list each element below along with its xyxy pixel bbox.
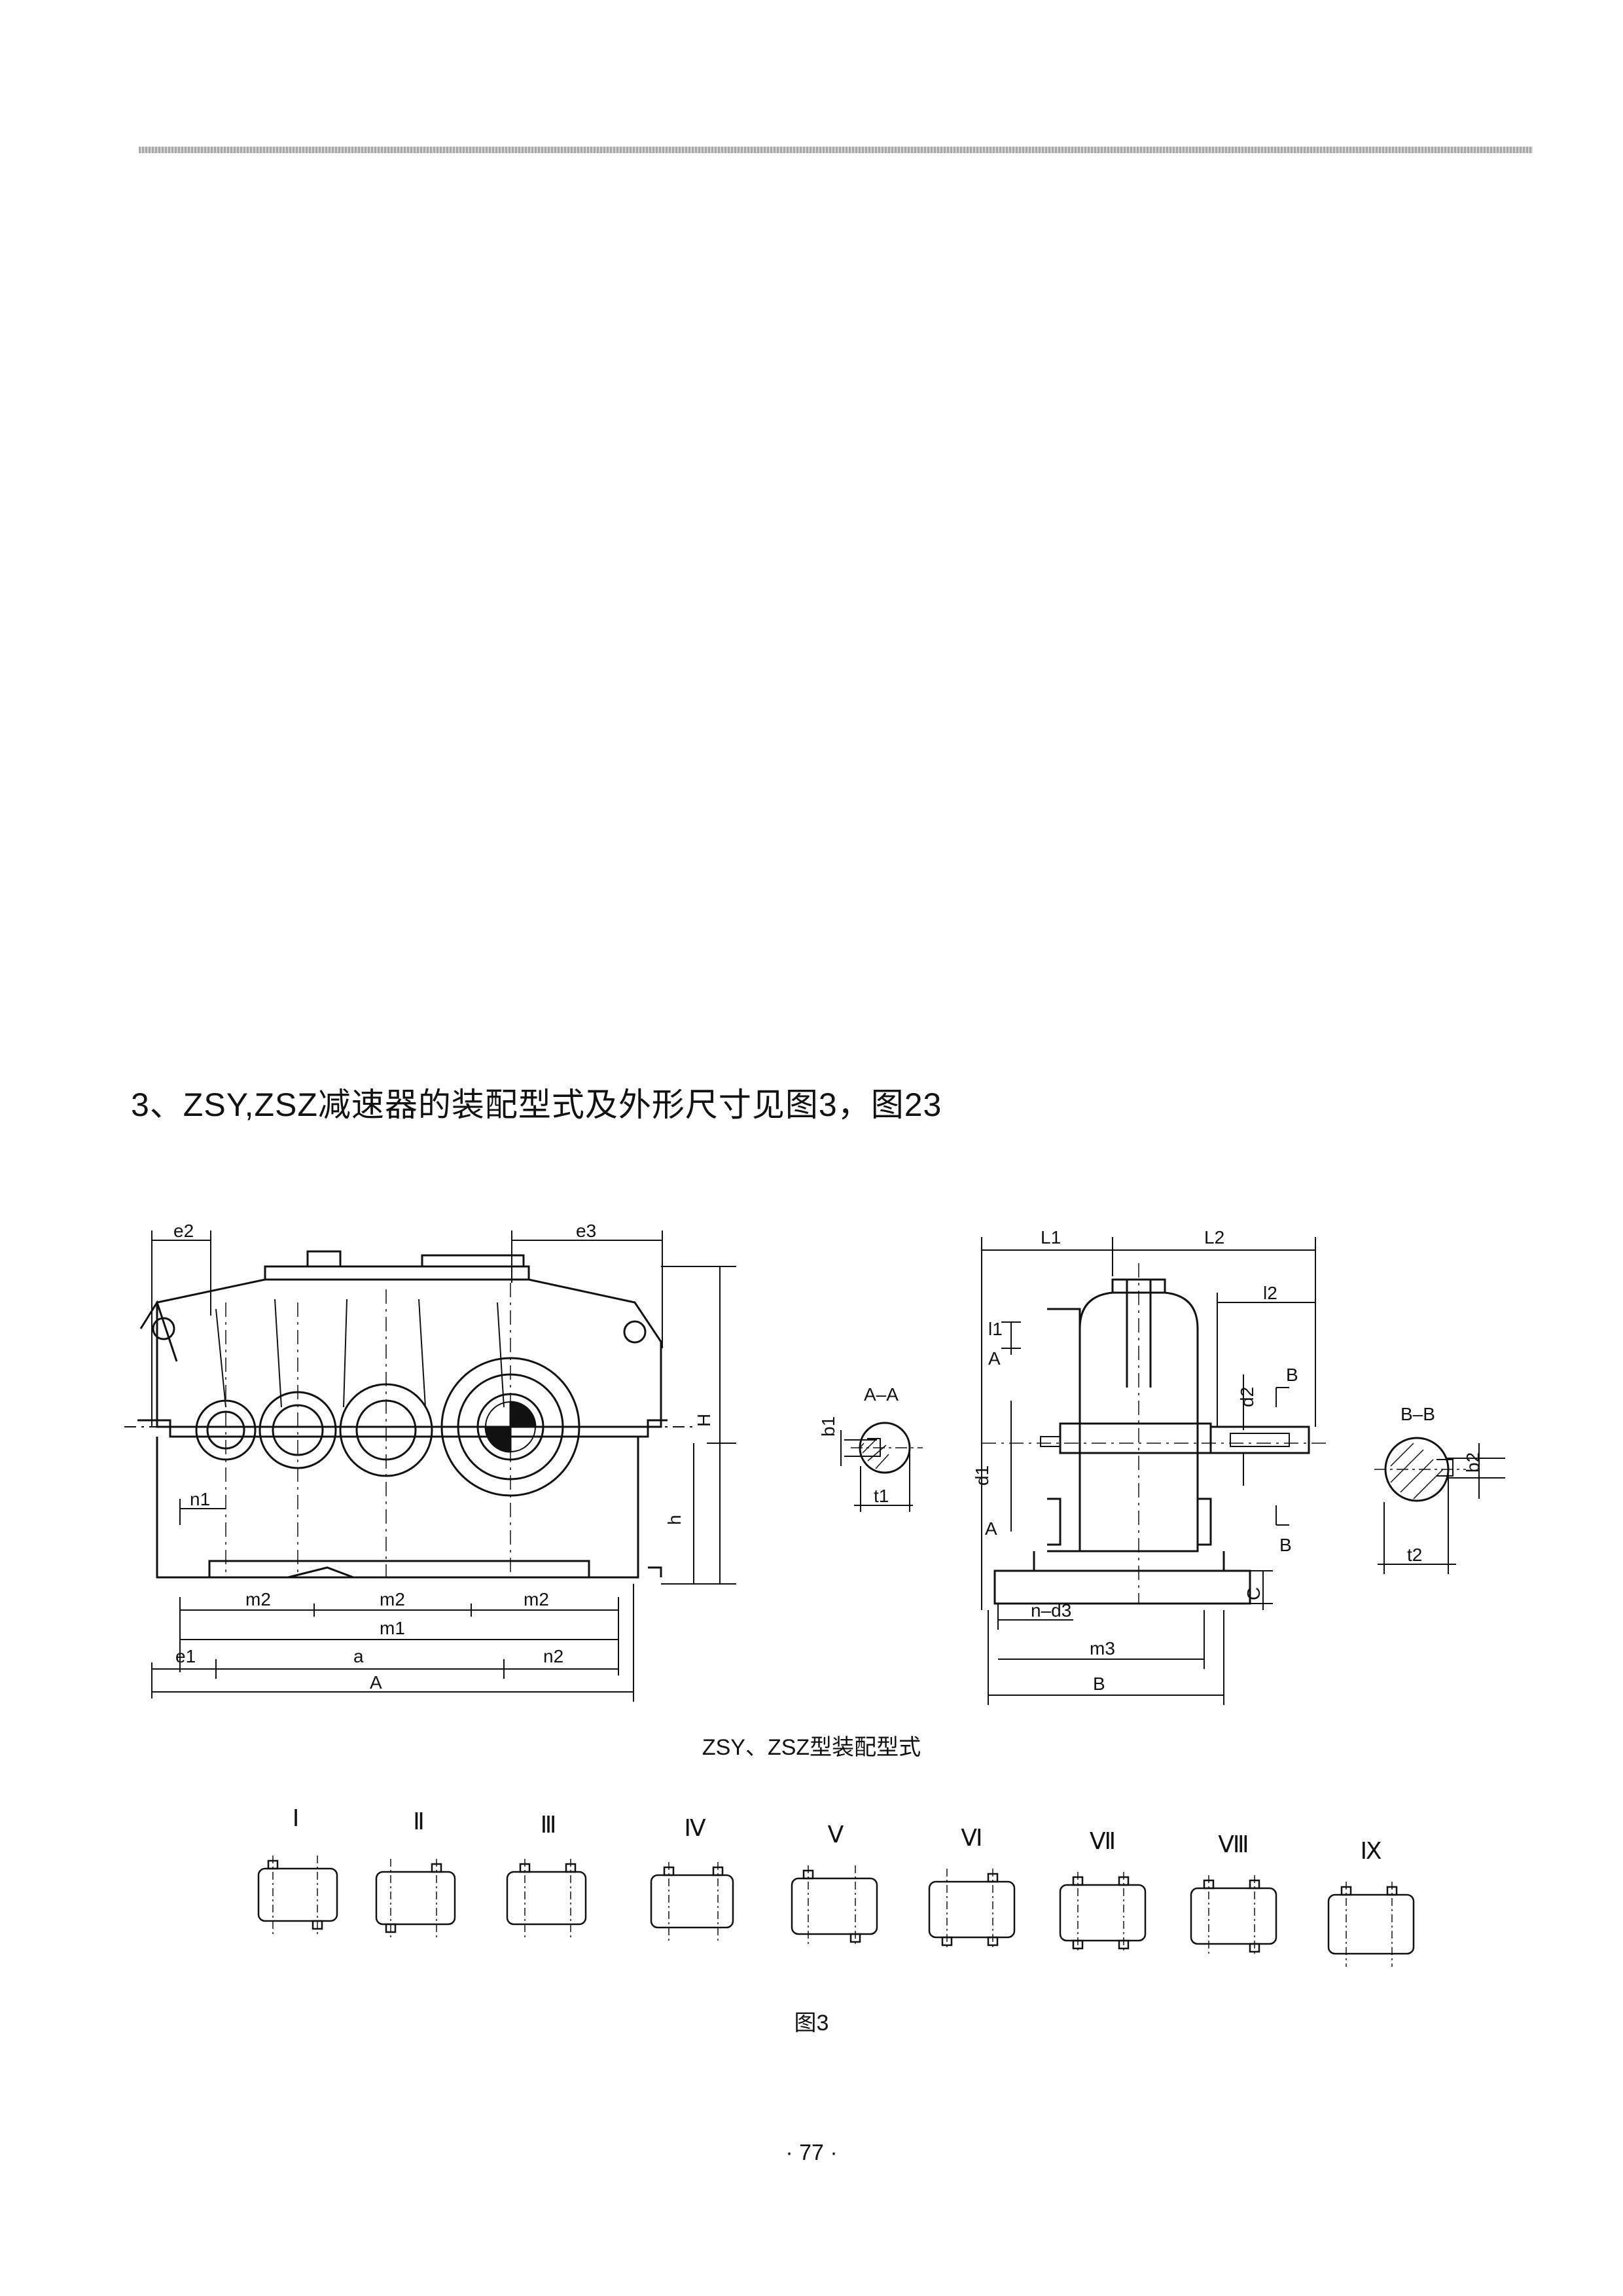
dim-L1: L1 bbox=[1041, 1227, 1061, 1247]
figure-caption: 图3 bbox=[794, 2011, 829, 2036]
dim-l2: l2 bbox=[1263, 1283, 1277, 1303]
assembly-label-1: Ⅰ bbox=[293, 1804, 300, 1831]
section-bb-title: B–B bbox=[1400, 1404, 1435, 1424]
dim-b1: b1 bbox=[818, 1416, 838, 1437]
assembly-label-2: Ⅱ bbox=[413, 1808, 425, 1835]
dim-d2: d2 bbox=[1237, 1387, 1257, 1407]
dim-n2: n2 bbox=[543, 1646, 563, 1666]
dim-d1: d1 bbox=[972, 1465, 992, 1486]
assembly-icon-1 bbox=[257, 1859, 338, 1930]
dim-m2-2: m2 bbox=[380, 1589, 405, 1609]
assembly-label-3: Ⅲ bbox=[541, 1811, 557, 1838]
section-mark-b-bottom: B bbox=[1279, 1535, 1292, 1555]
dim-h: h bbox=[664, 1515, 685, 1525]
section-mark-a-bottom: A bbox=[985, 1518, 997, 1539]
section-aa-title: A–A bbox=[864, 1384, 899, 1405]
dim-t2: t2 bbox=[1407, 1545, 1422, 1565]
dim-m3: m3 bbox=[1090, 1638, 1115, 1659]
assembly-label-7: Ⅶ bbox=[1090, 1827, 1116, 1854]
assembly-icon-2 bbox=[375, 1863, 456, 1933]
page-number: · 77 · bbox=[785, 2140, 838, 2165]
dim-m2-3: m2 bbox=[524, 1589, 549, 1609]
dim-C: C bbox=[1243, 1587, 1264, 1600]
assembly-icon-6 bbox=[928, 1873, 1016, 1946]
section-mark-a-top: A bbox=[988, 1348, 1001, 1369]
front-view-drawing bbox=[124, 1250, 694, 1579]
dim-m2-1: m2 bbox=[245, 1589, 271, 1609]
dim-e3: e3 bbox=[576, 1221, 596, 1241]
assembly-icon-7 bbox=[1059, 1876, 1147, 1950]
dim-b2: b2 bbox=[1463, 1452, 1483, 1473]
section-bb-drawing bbox=[1374, 1437, 1505, 1574]
assembly-label-6: Ⅵ bbox=[961, 1824, 982, 1851]
dim-A: A bbox=[370, 1672, 382, 1693]
dim-B: B bbox=[1093, 1674, 1105, 1694]
assembly-icon-9 bbox=[1327, 1886, 1415, 1955]
dim-n-d3: n–d3 bbox=[1031, 1600, 1071, 1621]
dim-t1: t1 bbox=[874, 1486, 889, 1506]
dim-n1: n1 bbox=[190, 1489, 210, 1509]
dim-a: a bbox=[353, 1646, 364, 1666]
section-aa-drawing bbox=[840, 1422, 923, 1512]
assembly-label-5: Ⅴ bbox=[828, 1821, 844, 1848]
assembly-label-4: Ⅳ bbox=[684, 1814, 705, 1841]
side-view-drawing bbox=[982, 1263, 1329, 1605]
section-heading: 3、ZSY,ZSZ减速器的装配型式及外形尺寸见图3，图23 bbox=[131, 1086, 942, 1123]
dim-l1: l1 bbox=[988, 1319, 1003, 1339]
section-mark-b-top: B bbox=[1286, 1365, 1298, 1385]
dim-m1: m1 bbox=[380, 1618, 405, 1638]
assembly-caption: ZSY、ZSZ型装配型式 bbox=[702, 1735, 921, 1760]
assembly-icon-4 bbox=[650, 1866, 734, 1929]
assembly-icon-5 bbox=[791, 1869, 878, 1943]
header-rule bbox=[139, 147, 1533, 153]
dim-e1: e1 bbox=[175, 1646, 196, 1666]
assembly-label-8: Ⅷ bbox=[1218, 1831, 1249, 1857]
assembly-icon-8 bbox=[1190, 1879, 1277, 1953]
dim-H: H bbox=[694, 1414, 714, 1427]
assembly-label-9: Ⅸ bbox=[1360, 1837, 1382, 1864]
dim-e2: e2 bbox=[173, 1221, 194, 1241]
dim-L2: L2 bbox=[1204, 1227, 1224, 1247]
assembly-icon-3 bbox=[506, 1863, 587, 1926]
